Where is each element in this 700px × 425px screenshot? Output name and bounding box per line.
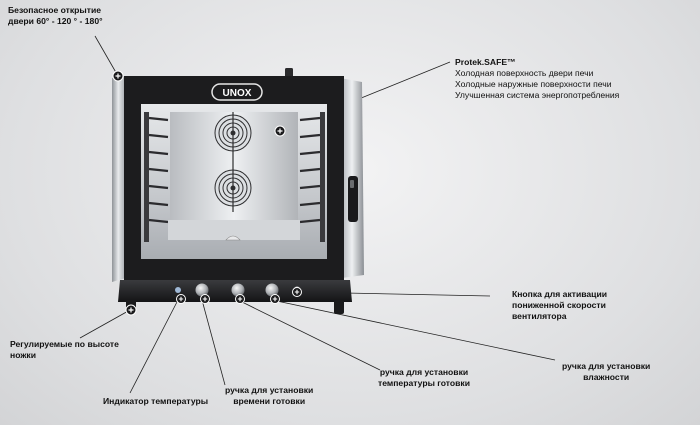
callout-line: ручка для установки bbox=[225, 385, 314, 395]
plus-marker-temp-indicator bbox=[176, 294, 186, 304]
plus-marker-time-knob bbox=[200, 294, 210, 304]
callout-line: Кнопка для активации bbox=[512, 289, 608, 299]
callout-line: Индикатор температуры bbox=[103, 396, 209, 406]
callout-markers bbox=[112, 70, 302, 316]
callout-fan-button: Кнопка для активации пониженной скорости… bbox=[512, 289, 607, 322]
temperature-knob[interactable] bbox=[231, 283, 245, 297]
callout-line: Улучшенная система энергопотребления bbox=[455, 90, 620, 100]
callout-line: Холодная поверхность двери печи bbox=[455, 68, 594, 78]
plus-marker-humidity-knob bbox=[270, 294, 280, 304]
tray-racks-left bbox=[148, 116, 169, 224]
callout-line: Холодные наружные поверхности печи bbox=[455, 79, 612, 89]
callout-line: вентилятора bbox=[512, 311, 567, 321]
time-knob[interactable] bbox=[195, 283, 209, 297]
callout-line: пониженной скорости bbox=[512, 300, 606, 310]
leader-temp-indicator bbox=[129, 299, 179, 394]
callout-line: температуры готовки bbox=[378, 378, 471, 388]
unox-logo: UNOX bbox=[211, 83, 263, 101]
plus-marker-fan-button bbox=[292, 287, 302, 297]
callout-line: влажности bbox=[583, 372, 630, 382]
temperature-indicator-light bbox=[175, 287, 181, 293]
leader-time-knob bbox=[201, 299, 226, 386]
tray-racks-right bbox=[299, 116, 321, 224]
callout-line: времени готовки bbox=[233, 396, 306, 406]
callout-temp-knob: ручка для установки температуры готовки bbox=[378, 367, 470, 389]
callout-line: ручка для установки bbox=[562, 361, 651, 371]
leader-legs bbox=[79, 309, 131, 339]
left-side-panel bbox=[112, 76, 126, 282]
callout-time-knob: ручка для установки времени готовки bbox=[225, 385, 313, 407]
callout-line: Регулируемые по высоте bbox=[10, 339, 119, 349]
plus-marker-protek bbox=[274, 125, 286, 137]
svg-text:UNOX: UNOX bbox=[223, 88, 252, 99]
callout-line: ножки bbox=[10, 350, 37, 360]
leader-humidity-knob bbox=[271, 299, 556, 361]
callout-line: двери 60° - 120 ° - 180° bbox=[8, 16, 103, 26]
callout-line: ручка для установки bbox=[379, 367, 469, 377]
humidity-knob[interactable] bbox=[265, 283, 279, 297]
oven: UNOX bbox=[112, 68, 364, 314]
callout-title: Protek.SAFE™ bbox=[455, 57, 516, 67]
callout-humidity-knob: ручка для установки влажности bbox=[562, 361, 650, 383]
callout-protek: Protek.SAFE™ Холодная поверхность двери … bbox=[455, 57, 619, 101]
callout-line: Безопасное открытие bbox=[8, 5, 102, 15]
plus-marker-legs bbox=[125, 304, 137, 316]
callout-legs: Регулируемые по высоте ножки bbox=[10, 339, 119, 361]
plus-marker-temp-knob bbox=[235, 294, 245, 304]
callout-door-opening: Безопасное открытие двери 60° - 120 ° - … bbox=[8, 5, 103, 27]
plus-marker-door bbox=[112, 70, 124, 82]
exhaust-pipe bbox=[285, 68, 293, 78]
leader-door bbox=[94, 35, 119, 77]
callout-temp-indicator: Индикатор температуры bbox=[103, 396, 208, 407]
leg-right bbox=[334, 300, 344, 314]
leader-temp-knob bbox=[237, 299, 381, 371]
